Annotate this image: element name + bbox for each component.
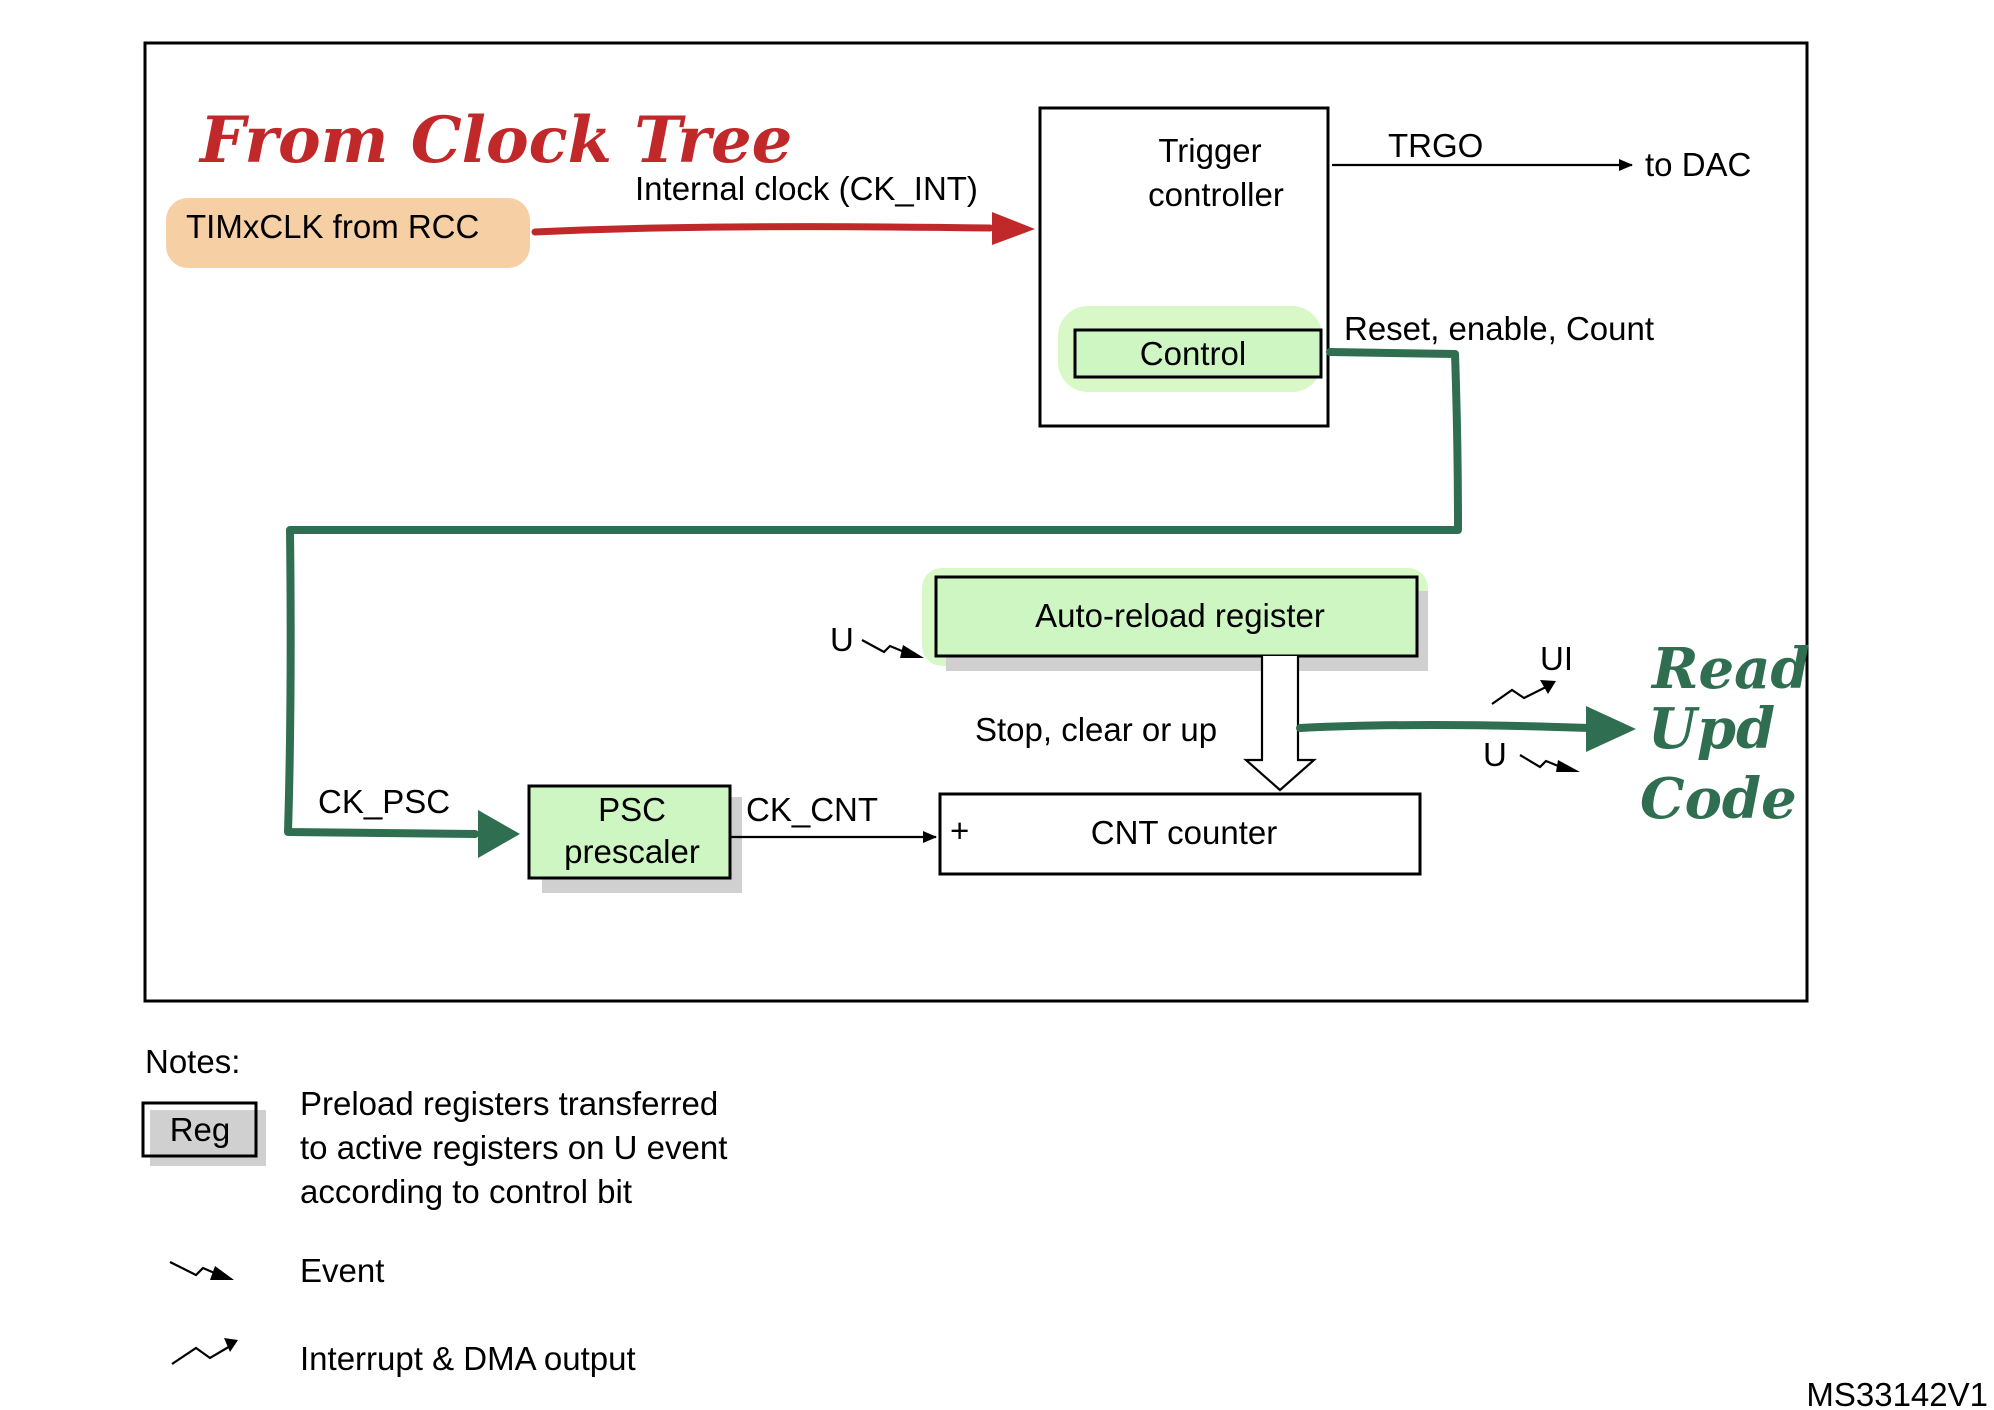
psc-block <box>527 784 732 880</box>
psc-input-arrowhead <box>478 810 520 858</box>
reg-desc-line3: according to control bit <box>300 1173 632 1210</box>
upd-annotation: Upd <box>1648 696 1775 762</box>
notes-title: Notes: <box>145 1043 240 1080</box>
reg-desc-line2: to active registers on U event <box>300 1129 727 1166</box>
interrupt-legend-icon-head <box>224 1338 238 1352</box>
event-legend-icon-head <box>210 1266 234 1280</box>
ui-interrupt-icon-head <box>1540 680 1556 694</box>
from-clock-tree-annotation: From Clock Tree <box>198 103 792 178</box>
auto-reload-label: Auto-reload register <box>1035 597 1325 634</box>
u-event-out-label: U <box>1483 736 1507 773</box>
ui-interrupt-icon <box>1491 685 1549 705</box>
reg-legend-label: Reg <box>170 1111 231 1148</box>
psc-label-line1: PSC <box>598 791 666 828</box>
internal-clock-arrow <box>531 223 994 236</box>
update-arrowhead <box>1586 706 1636 752</box>
u-event-arr-label: U <box>830 621 854 658</box>
figure-id: MS33142V1 <box>1806 1376 1988 1410</box>
u-event-arr-icon-head <box>900 645 924 658</box>
trigger-controller-line2: controller <box>1148 176 1284 213</box>
timxclk-highlight <box>166 198 530 268</box>
diagram-frame <box>143 41 1809 1003</box>
reg-desc-line1: Preload registers transferred <box>300 1085 718 1122</box>
control-to-psc-path <box>284 348 1462 838</box>
trigger-controller-line1: Trigger <box>1158 132 1261 169</box>
update-path <box>1296 721 1594 732</box>
internal-clock-label: Internal clock (CK_INT) <box>635 170 978 207</box>
u-event-out-icon-head <box>1556 760 1580 772</box>
arr-to-cnt-arrow <box>1243 656 1317 792</box>
reset-enable-count-label: Reset, enable, Count <box>1344 310 1654 347</box>
to-dac-label: to DAC <box>1645 146 1751 183</box>
code-annotation: Code <box>1640 766 1797 832</box>
u-event-out-icon <box>1519 754 1569 772</box>
ui-label: UI <box>1540 640 1573 677</box>
auto-reload-block <box>934 575 1419 658</box>
cnt-plus-label: + <box>950 812 969 849</box>
cnt-counter-label: CNT counter <box>1091 814 1277 851</box>
interrupt-legend-icon <box>171 1344 233 1365</box>
interrupt-legend-label: Interrupt & DMA output <box>300 1340 636 1377</box>
cnt-counter-block <box>938 792 1422 876</box>
ck-psc-label: CK_PSC <box>318 783 450 820</box>
psc-label-line2: prescaler <box>564 833 700 870</box>
trgo-label: TRGO <box>1388 127 1483 164</box>
stop-clear-up-label: Stop, clear or up <box>975 711 1217 748</box>
read-annotation: Read <box>1650 636 1810 702</box>
control-label: Control <box>1140 335 1246 372</box>
internal-clock-arrowhead <box>992 212 1035 245</box>
control-block <box>1073 328 1323 379</box>
reg-legend-box <box>141 1101 258 1158</box>
timxclk-label: TIMxCLK from RCC <box>186 208 479 245</box>
event-legend-label: Event <box>300 1252 384 1289</box>
trigger-controller-block <box>1038 106 1330 428</box>
ck-cnt-label: CK_CNT <box>746 791 878 828</box>
